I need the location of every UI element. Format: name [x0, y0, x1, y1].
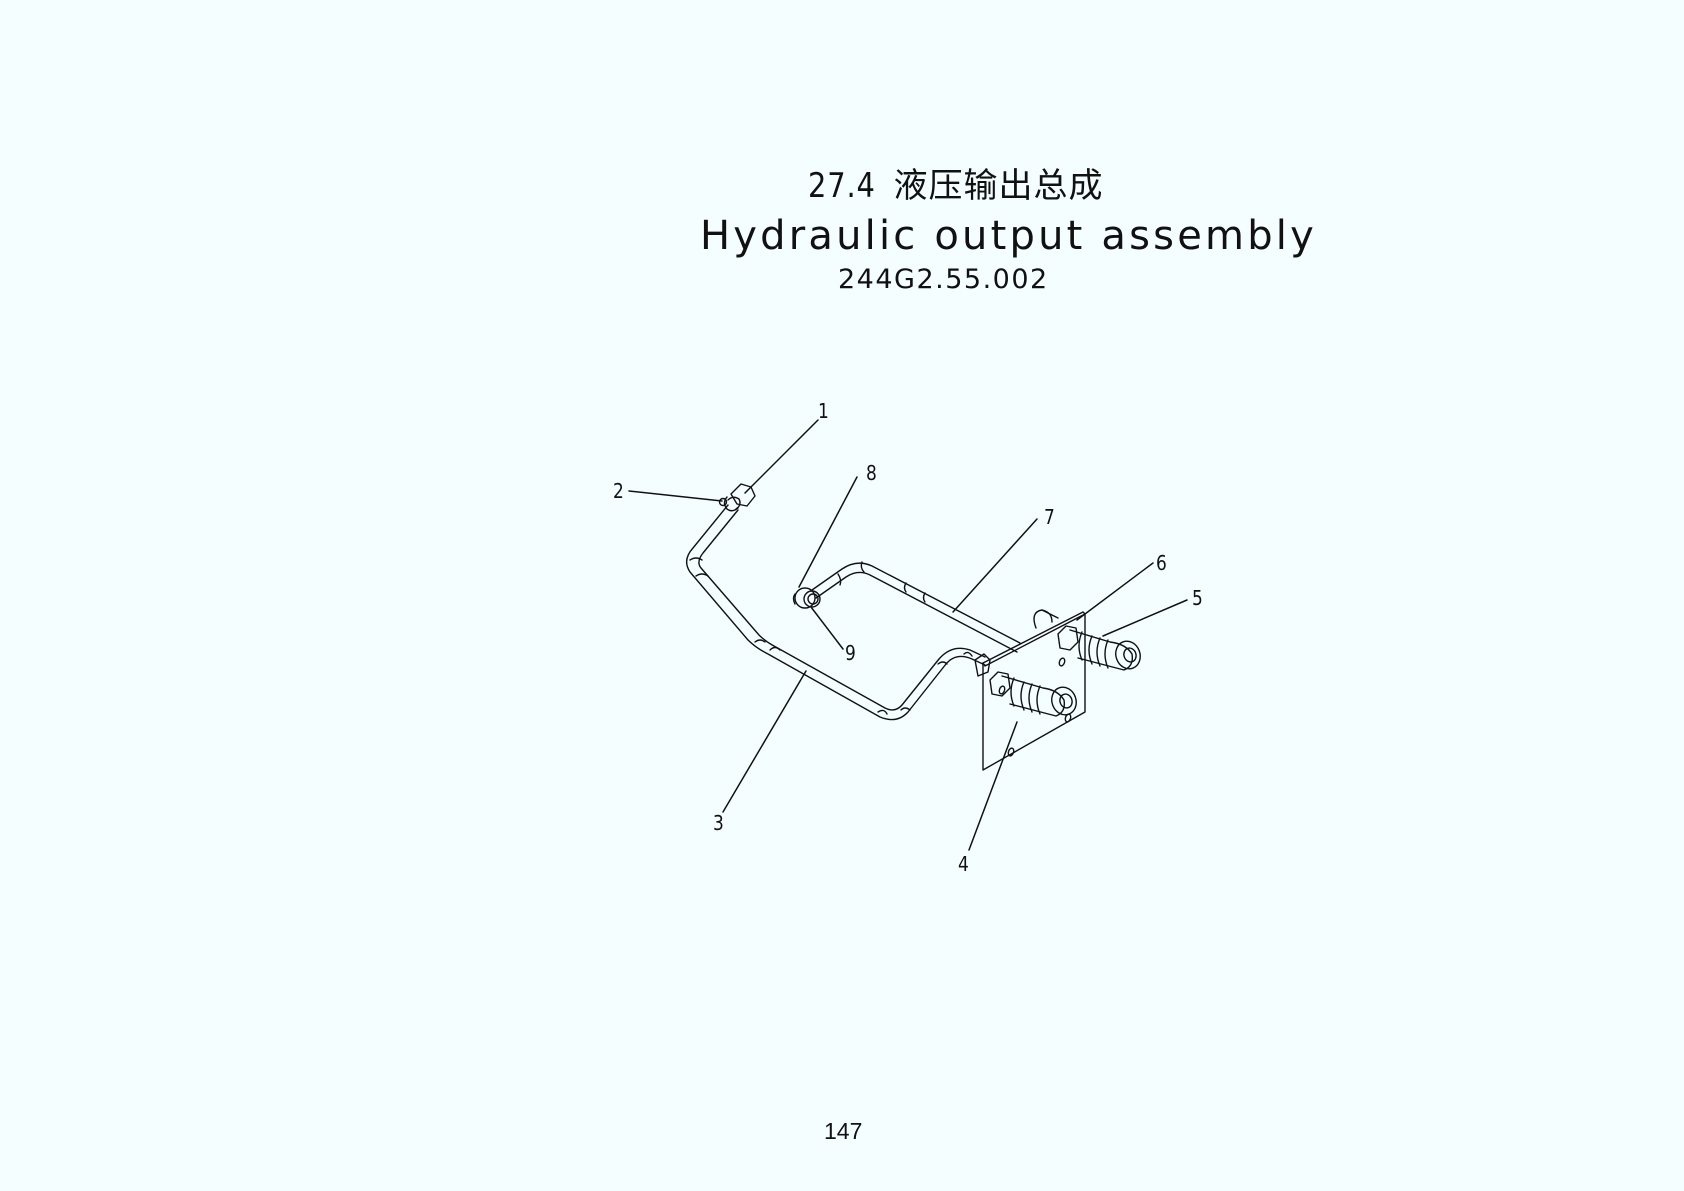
callout-1: 1 — [818, 399, 829, 423]
leader-lines — [628, 419, 1188, 851]
banjo-fitting-icon — [792, 587, 821, 609]
elbow-fitting-icon — [1033, 609, 1059, 629]
callout-2: 2 — [613, 479, 624, 503]
quick-coupler-upper-icon — [1057, 625, 1141, 671]
pipe-7-icon — [811, 561, 1021, 653]
fitting-1-icon — [718, 483, 756, 512]
callout-4: 4 — [958, 852, 969, 876]
callout-7: 7 — [1044, 505, 1055, 529]
leader-5 — [1102, 599, 1188, 637]
page-number: 147 — [824, 1118, 863, 1144]
part-code: 244G2.55.002 — [838, 264, 1049, 295]
leader-8 — [798, 476, 858, 588]
callout-5: 5 — [1192, 586, 1203, 610]
quick-coupler-lower-icon — [989, 671, 1077, 717]
title-chinese: 液压输出总成 — [893, 166, 1104, 206]
leader-9 — [810, 606, 844, 650]
callout-9: 9 — [845, 641, 856, 665]
callout-6: 6 — [1156, 551, 1167, 575]
section-number: 27.4 — [808, 166, 876, 206]
leader-7 — [952, 518, 1038, 613]
title-english: Hydraulic output assembly — [700, 213, 1317, 259]
leader-1 — [744, 419, 819, 494]
section-title-cn: 27.4 液压输出总成 — [808, 166, 1104, 206]
mounting-plate-icon — [974, 611, 1086, 771]
callout-8: 8 — [866, 461, 877, 485]
leader-2 — [628, 490, 723, 502]
leader-4 — [968, 721, 1018, 851]
leader-6 — [1076, 562, 1154, 621]
pipe-3-icon — [685, 504, 986, 721]
leader-3 — [722, 670, 807, 813]
callout-3: 3 — [713, 811, 724, 835]
